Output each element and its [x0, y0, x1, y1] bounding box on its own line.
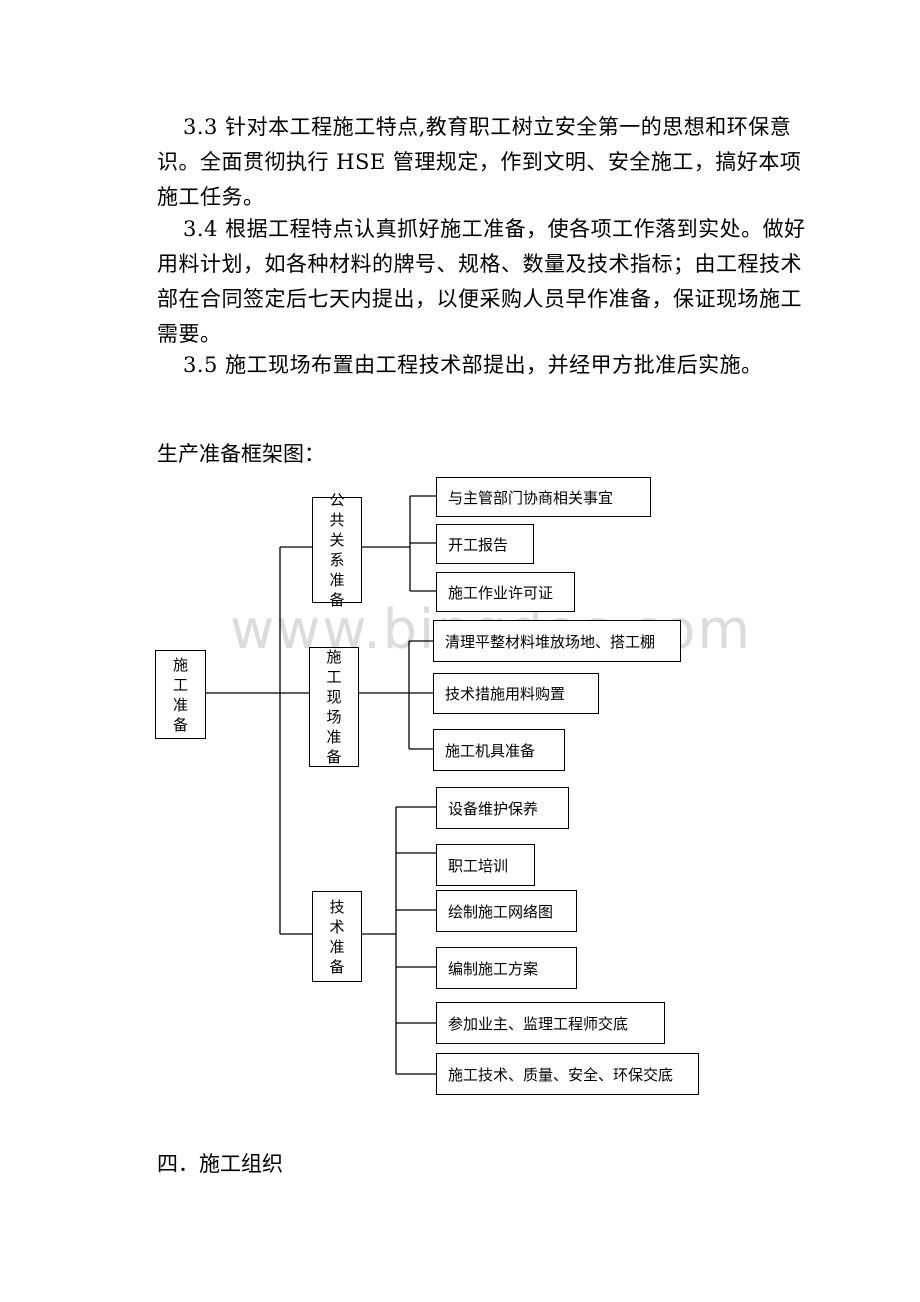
group-box-site: 施工现场准备 — [309, 647, 359, 767]
item-box: 技术措施用料购置 — [433, 673, 599, 714]
item-box: 编制施工方案 — [436, 947, 577, 989]
root-label: 施工准备 — [173, 655, 189, 734]
item-box: 参加业主、监理工程师交底 — [436, 1002, 665, 1044]
group-box-public-relations: 公共关系准备 — [312, 491, 362, 609]
item-box: 职工培训 — [436, 844, 535, 886]
group-label: 公共关系准备 — [329, 491, 345, 609]
item-box: 施工技术、质量、安全、环保交底 — [436, 1053, 699, 1095]
paragraph-3-3: 3.3 针对本工程施工特点,教育职工树立安全第一的思想和环保意识。全面贯彻执行 … — [157, 115, 802, 209]
item-box: 施工机具准备 — [433, 729, 565, 771]
item-box: 开工报告 — [436, 524, 534, 564]
paragraph-3-5: 3.5 施工现场布置由工程技术部提出，并经甲方批准后实施。 — [183, 353, 763, 377]
group-box-technical: 技术准备 — [312, 891, 362, 982]
item-box: 施工作业许可证 — [436, 572, 575, 612]
item-box: 清理平整材料堆放场地、搭工棚 — [433, 620, 681, 662]
root-box: 施工准备 — [155, 650, 206, 739]
paragraph-3-4: 3.4 根据工程特点认真抓好施工准备，使各项工作落到实处。做好用料计划，如各种材… — [157, 217, 806, 346]
item-box: 绘制施工网络图 — [436, 890, 577, 932]
item-box: 设备维护保养 — [436, 787, 569, 829]
diagram-title: 生产准备框架图： — [157, 442, 325, 466]
item-box: 与主管部门协商相关事宜 — [436, 477, 651, 517]
section-heading: 四．施工组织 — [157, 1152, 283, 1176]
group-label: 技术准备 — [329, 897, 345, 976]
group-label: 施工现场准备 — [326, 648, 342, 766]
